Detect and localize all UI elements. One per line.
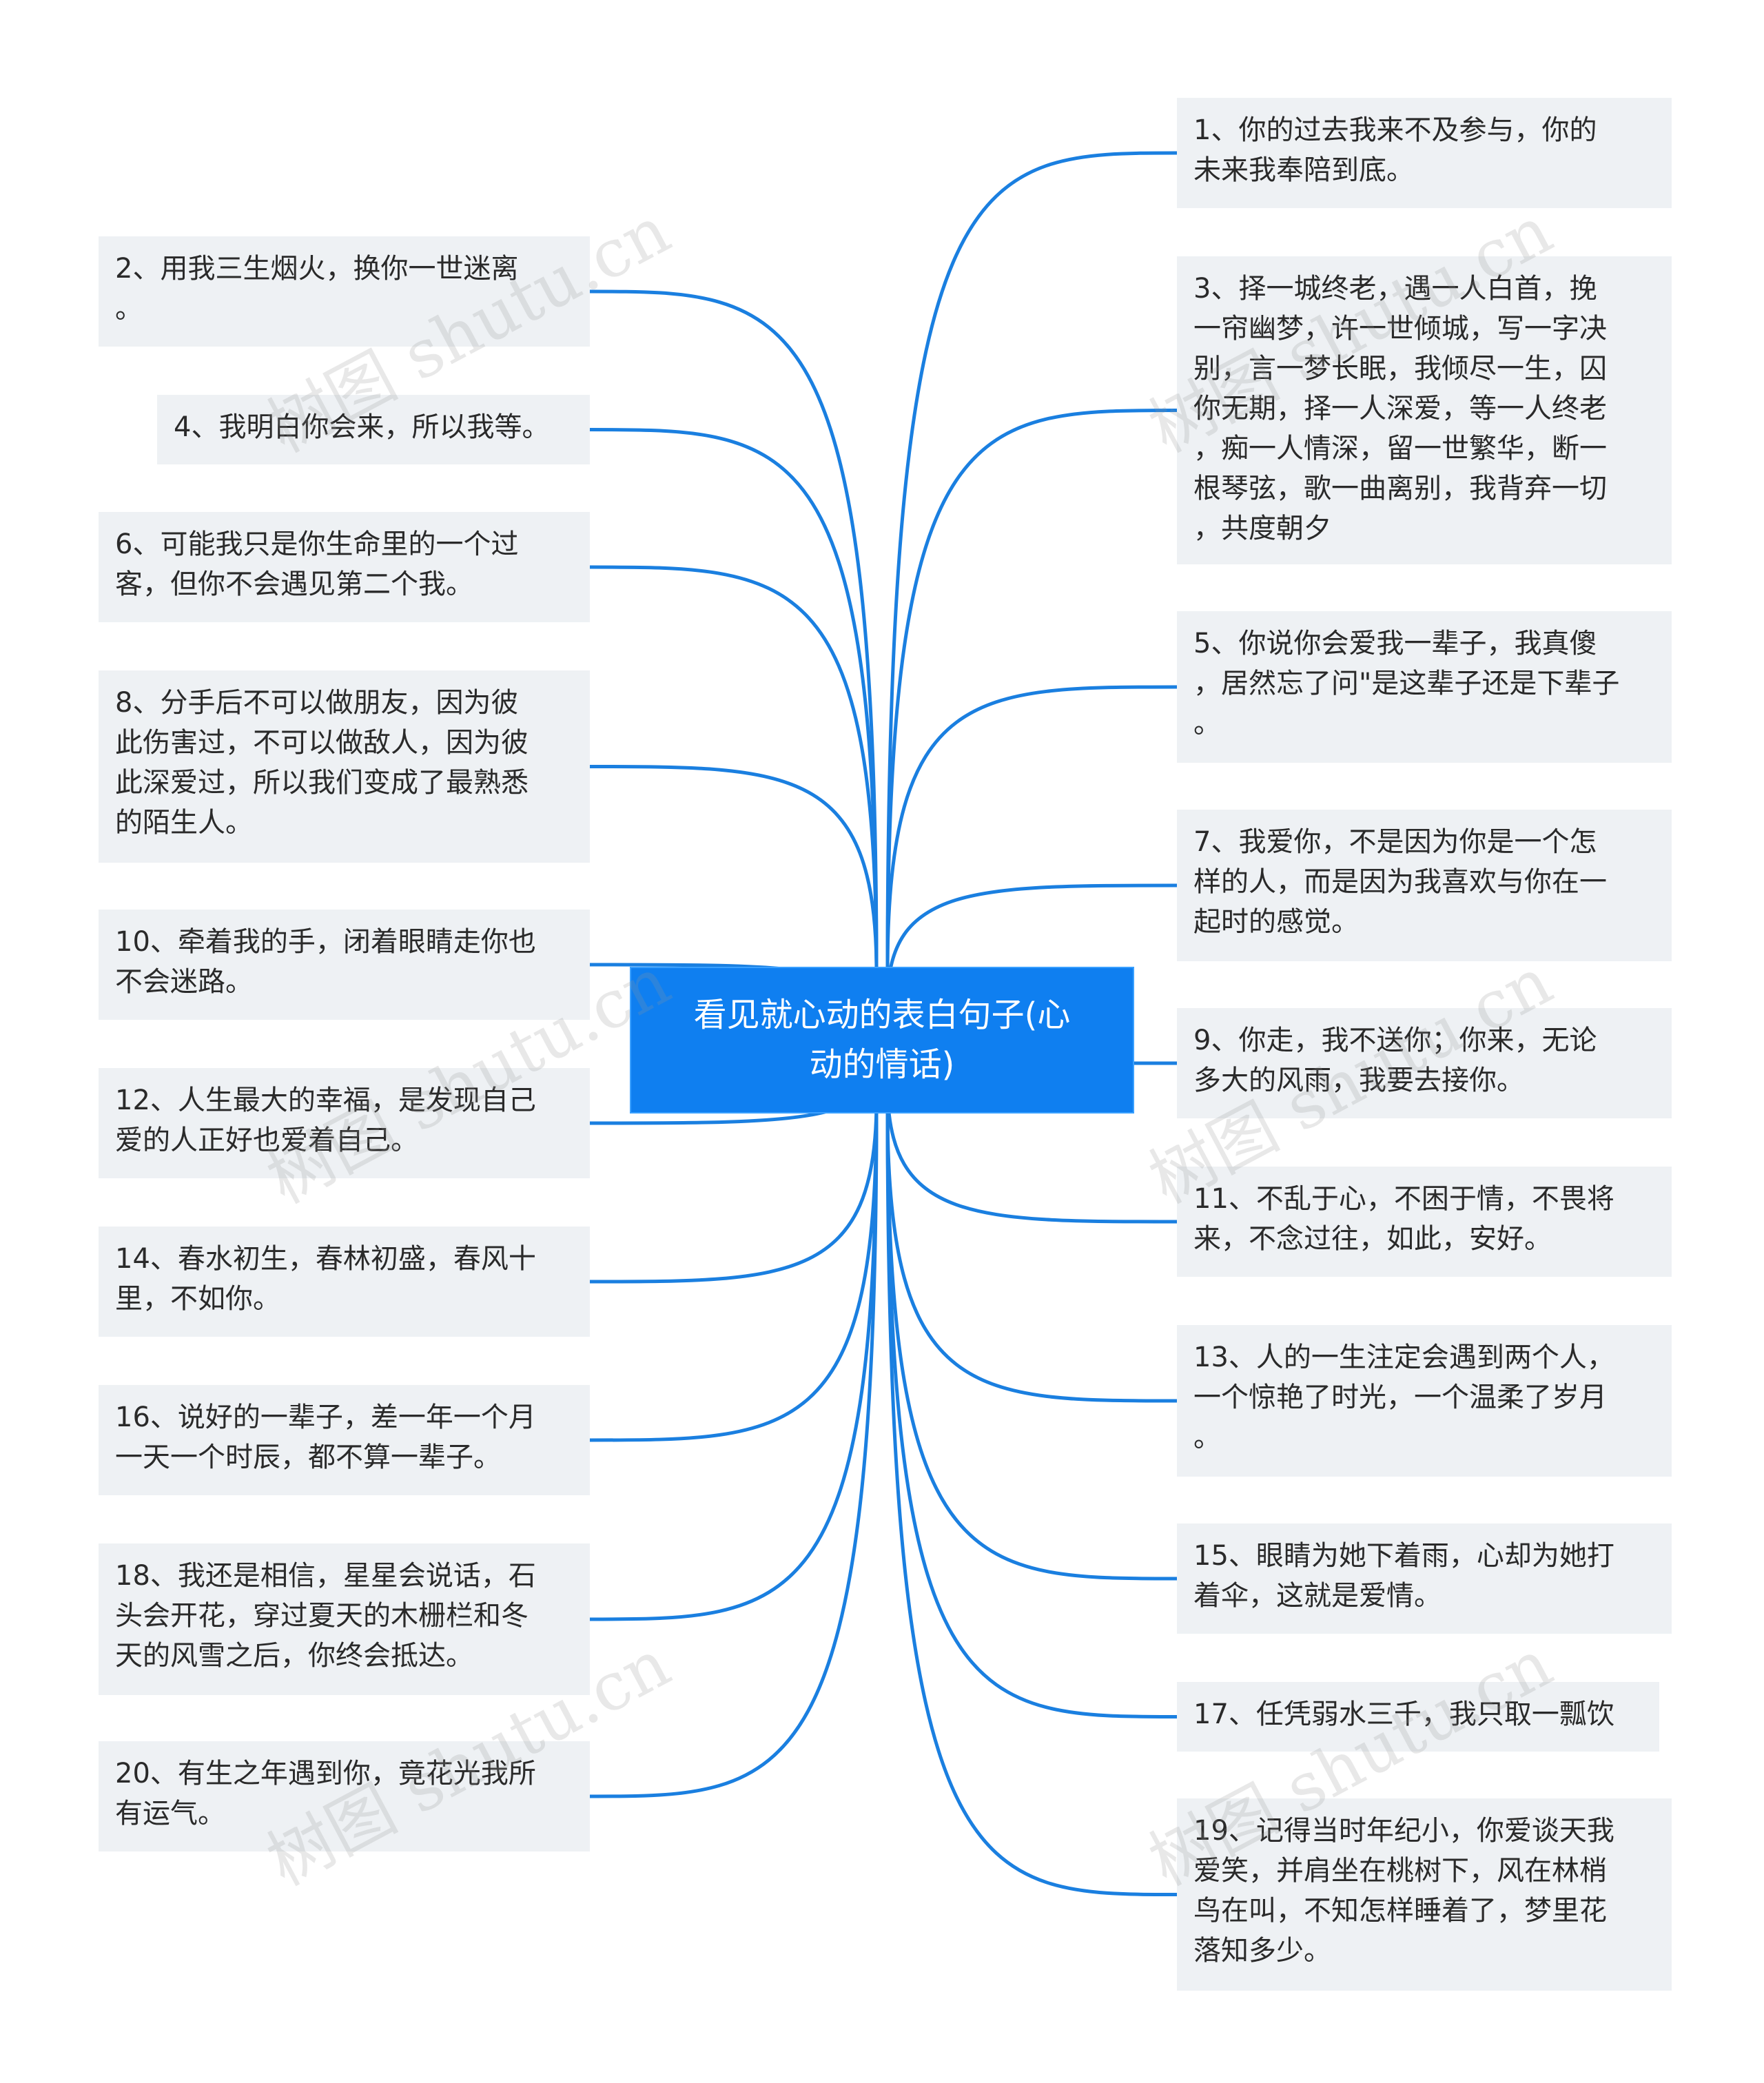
topic-node-line: 客，但你不会遇见第二个我。: [115, 568, 473, 600]
topic-node-line: 2、用我三生烟火，换你一世迷离: [115, 253, 519, 285]
topic-node-line: 爱的人正好也爱着自己。: [115, 1125, 418, 1156]
topic-node-line: 9、你走，我不送你；你来，无论: [1193, 1025, 1597, 1056]
topic-node-line: 里，不如你。: [115, 1283, 280, 1315]
topic-node-line: 一帘幽梦，许一世倾城，写一字决: [1193, 313, 1607, 345]
connector-curve: [589, 1109, 879, 1442]
topic-node-line: 落知多少。: [1193, 1935, 1331, 1967]
connector-curve: [589, 765, 879, 972]
topic-node-line: 的陌生人。: [115, 807, 253, 839]
topic-node-line: 此深爱过，所以我们变成了最熟悉: [115, 767, 529, 799]
topic-node-line: 8、分手后不可以做朋友，因为彼: [115, 687, 519, 719]
topic-node-line: 别，言一梦长眠，我倾尽一生，囚: [1193, 353, 1607, 384]
central-topic-label: 看见就心动的表白句子(心 动的情话): [693, 996, 1071, 1084]
connector-curve: [885, 409, 1178, 972]
topic-node[interactable]: 12、人生最大的幸福，是发现自己爱的人正好也爱着自己。: [99, 1068, 590, 1178]
topic-node-line: 6、可能我只是你生命里的一个过: [115, 529, 519, 560]
topic-node-line: 16、说好的一辈子，差一年一个月: [115, 1402, 536, 1433]
topic-node[interactable]: 16、说好的一辈子，差一年一个月一天一个时辰，都不算一辈子。: [99, 1385, 590, 1495]
topic-node[interactable]: 11、不乱于心，不困于情，不畏将来，不念过往，如此，安好。: [1177, 1167, 1672, 1277]
topic-node-line: 未来我奉陪到底。: [1193, 154, 1414, 186]
topic-node-line: 来，不念过往，如此，安好。: [1193, 1223, 1552, 1255]
topic-node-line: 5、你说你会爱我一辈子，我真傻: [1193, 628, 1597, 659]
topic-node-line: 一个惊艳了时光，一个温柔了岁月: [1193, 1382, 1607, 1413]
topic-node-line: 1、你的过去我来不及参与，你的: [1193, 114, 1597, 146]
connector-curve: [885, 883, 1178, 1002]
topic-node-line: 4、我明白你会来，所以我等。: [174, 411, 550, 443]
topic-node-line: 17、任凭弱水三千，我只取一瓢饮: [1193, 1699, 1614, 1730]
topic-node[interactable]: 20、有生之年遇到你，竟花光我所有运气。: [99, 1741, 590, 1851]
topic-node[interactable]: 8、分手后不可以做朋友，因为彼此伤害过，不可以做敌人，因为彼此深爱过，所以我们变…: [99, 670, 590, 863]
topic-node[interactable]: 9、你走，我不送你；你来，无论多大的风雨，我要去接你。: [1177, 1008, 1672, 1118]
topic-node-line: 10、牵着我的手，闭着眼睛走你也: [115, 926, 536, 958]
topic-node-line: 15、眼睛为她下着雨，心却为她打: [1193, 1540, 1614, 1572]
topic-node-line: 7、我爱你，不是因为你是一个怎: [1193, 826, 1597, 858]
connector-curve: [885, 685, 1178, 972]
topic-node[interactable]: 10、牵着我的手，闭着眼睛走你也不会迷路。: [99, 910, 590, 1020]
topic-node[interactable]: 6、可能我只是你生命里的一个过客，但你不会遇见第二个我。: [99, 512, 590, 622]
topic-node[interactable]: 17、任凭弱水三千，我只取一瓢饮: [1177, 1682, 1659, 1752]
connector-curve: [589, 1109, 879, 1798]
topic-node-line: 多大的风雨，我要去接你。: [1193, 1065, 1524, 1096]
topic-node[interactable]: 18、我还是相信，星星会说话，石头会开花，穿过夏天的木栅栏和冬天的风雪之后，你终…: [99, 1543, 590, 1695]
topic-node-line: 。: [1193, 708, 1221, 739]
topic-node-line: 天的风雪之后，你终会抵达。: [115, 1640, 473, 1672]
topic-node[interactable]: 7、我爱你，不是因为你是一个怎样的人，而是因为我喜欢与你在一起时的感觉。: [1177, 810, 1672, 961]
topic-node-line: 头会开花，穿过夏天的木栅栏和冬: [115, 1600, 529, 1632]
connector-curve: [885, 1109, 1178, 1581]
topic-node-line: 不会迷路。: [115, 966, 253, 998]
connector-curve: [589, 289, 879, 972]
topic-node[interactable]: 5、你说你会爱我一辈子，我真傻 ，居然忘了问"是这辈子还是下辈子。: [1177, 611, 1672, 763]
topic-node-line: 爱笑，并肩坐在桃树下，风在林梢: [1193, 1855, 1607, 1887]
topic-node-line: 3、择一城终老，遇一人白首，挽: [1193, 273, 1597, 305]
topic-node-line: 样的人，而是因为我喜欢与你在一: [1193, 866, 1607, 898]
topic-node-line: 一天一个时辰，都不算一辈子。: [115, 1441, 501, 1473]
topic-node-line: 根琴弦，歌一曲离别，我背弃一切: [1193, 473, 1607, 504]
topic-node[interactable]: 1、你的过去我来不及参与，你的未来我奉陪到底。: [1177, 98, 1672, 208]
topic-node-line: 鸟在叫，不知怎样睡着了，梦里花: [1193, 1895, 1607, 1927]
topic-node-line: 。: [115, 293, 143, 325]
connector-curve: [589, 1109, 879, 1621]
topic-node-line: 14、春水初生，春林初盛，春风十: [115, 1243, 536, 1275]
topic-node[interactable]: 14、春水初生，春林初盛，春风十里，不如你。: [99, 1227, 590, 1337]
connector-curve: [885, 1109, 1178, 1718]
topic-node[interactable]: 4、我明白你会来，所以我等。: [157, 395, 590, 464]
topic-node-line: ，共度朝夕: [1193, 513, 1331, 544]
central-topic[interactable]: 看见就心动的表白句子(心 动的情话): [630, 967, 1134, 1114]
connector-curve: [885, 1109, 1178, 1403]
topic-node-line: 此伤害过，不可以做敌人，因为彼: [115, 727, 529, 759]
topic-node-line: ，居然忘了问"是这辈子还是下辈子: [1193, 668, 1620, 699]
topic-node-line: 有运气。: [115, 1798, 225, 1829]
topic-node-line: 11、不乱于心，不困于情，不畏将: [1193, 1183, 1614, 1215]
topic-node-line: 18、我还是相信，星星会说话，石: [115, 1560, 536, 1592]
topic-node-line: 着伞，这就是爱情。: [1193, 1580, 1442, 1612]
connector-curve: [589, 565, 879, 972]
connector-curve: [885, 1085, 1178, 1224]
topic-node[interactable]: 13、人的一生注定会遇到两个人， 一个惊艳了时光，一个温柔了岁月。: [1177, 1325, 1672, 1477]
connector-curve: [885, 151, 1178, 972]
topic-node[interactable]: 2、用我三生烟火，换你一世迷离。: [99, 236, 590, 347]
topic-node[interactable]: 19、记得当时年纪小，你爱谈天我爱笑，并肩坐在桃树下，风在林梢鸟在叫，不知怎样睡…: [1177, 1798, 1672, 1991]
topic-node-line: 20、有生之年遇到你，竟花光我所: [115, 1758, 536, 1789]
topic-node-line: 13、人的一生注定会遇到两个人，: [1193, 1342, 1614, 1373]
connector-curve: [589, 428, 879, 972]
connector-curve: [589, 1100, 879, 1284]
topic-node-line: 你无期，择一人深爱，等一人终老: [1193, 393, 1607, 424]
topic-node[interactable]: 15、眼睛为她下着雨，心却为她打着伞，这就是爱情。: [1177, 1523, 1672, 1634]
topic-node-line: ，痴一人情深，留一世繁华，断一: [1193, 433, 1607, 464]
connector-curve: [885, 1109, 1178, 1896]
topic-node[interactable]: 3、择一城终老，遇一人白首，挽一帘幽梦，许一世倾城，写一字决别，言一梦长眠，我倾…: [1177, 256, 1672, 564]
topic-node-line: 起时的感觉。: [1193, 906, 1359, 938]
topic-node-line: 。: [1193, 1422, 1221, 1453]
topic-node-line: 19、记得当时年纪小，你爱谈天我: [1193, 1815, 1614, 1847]
topic-node-line: 12、人生最大的幸福，是发现自己: [115, 1085, 536, 1116]
